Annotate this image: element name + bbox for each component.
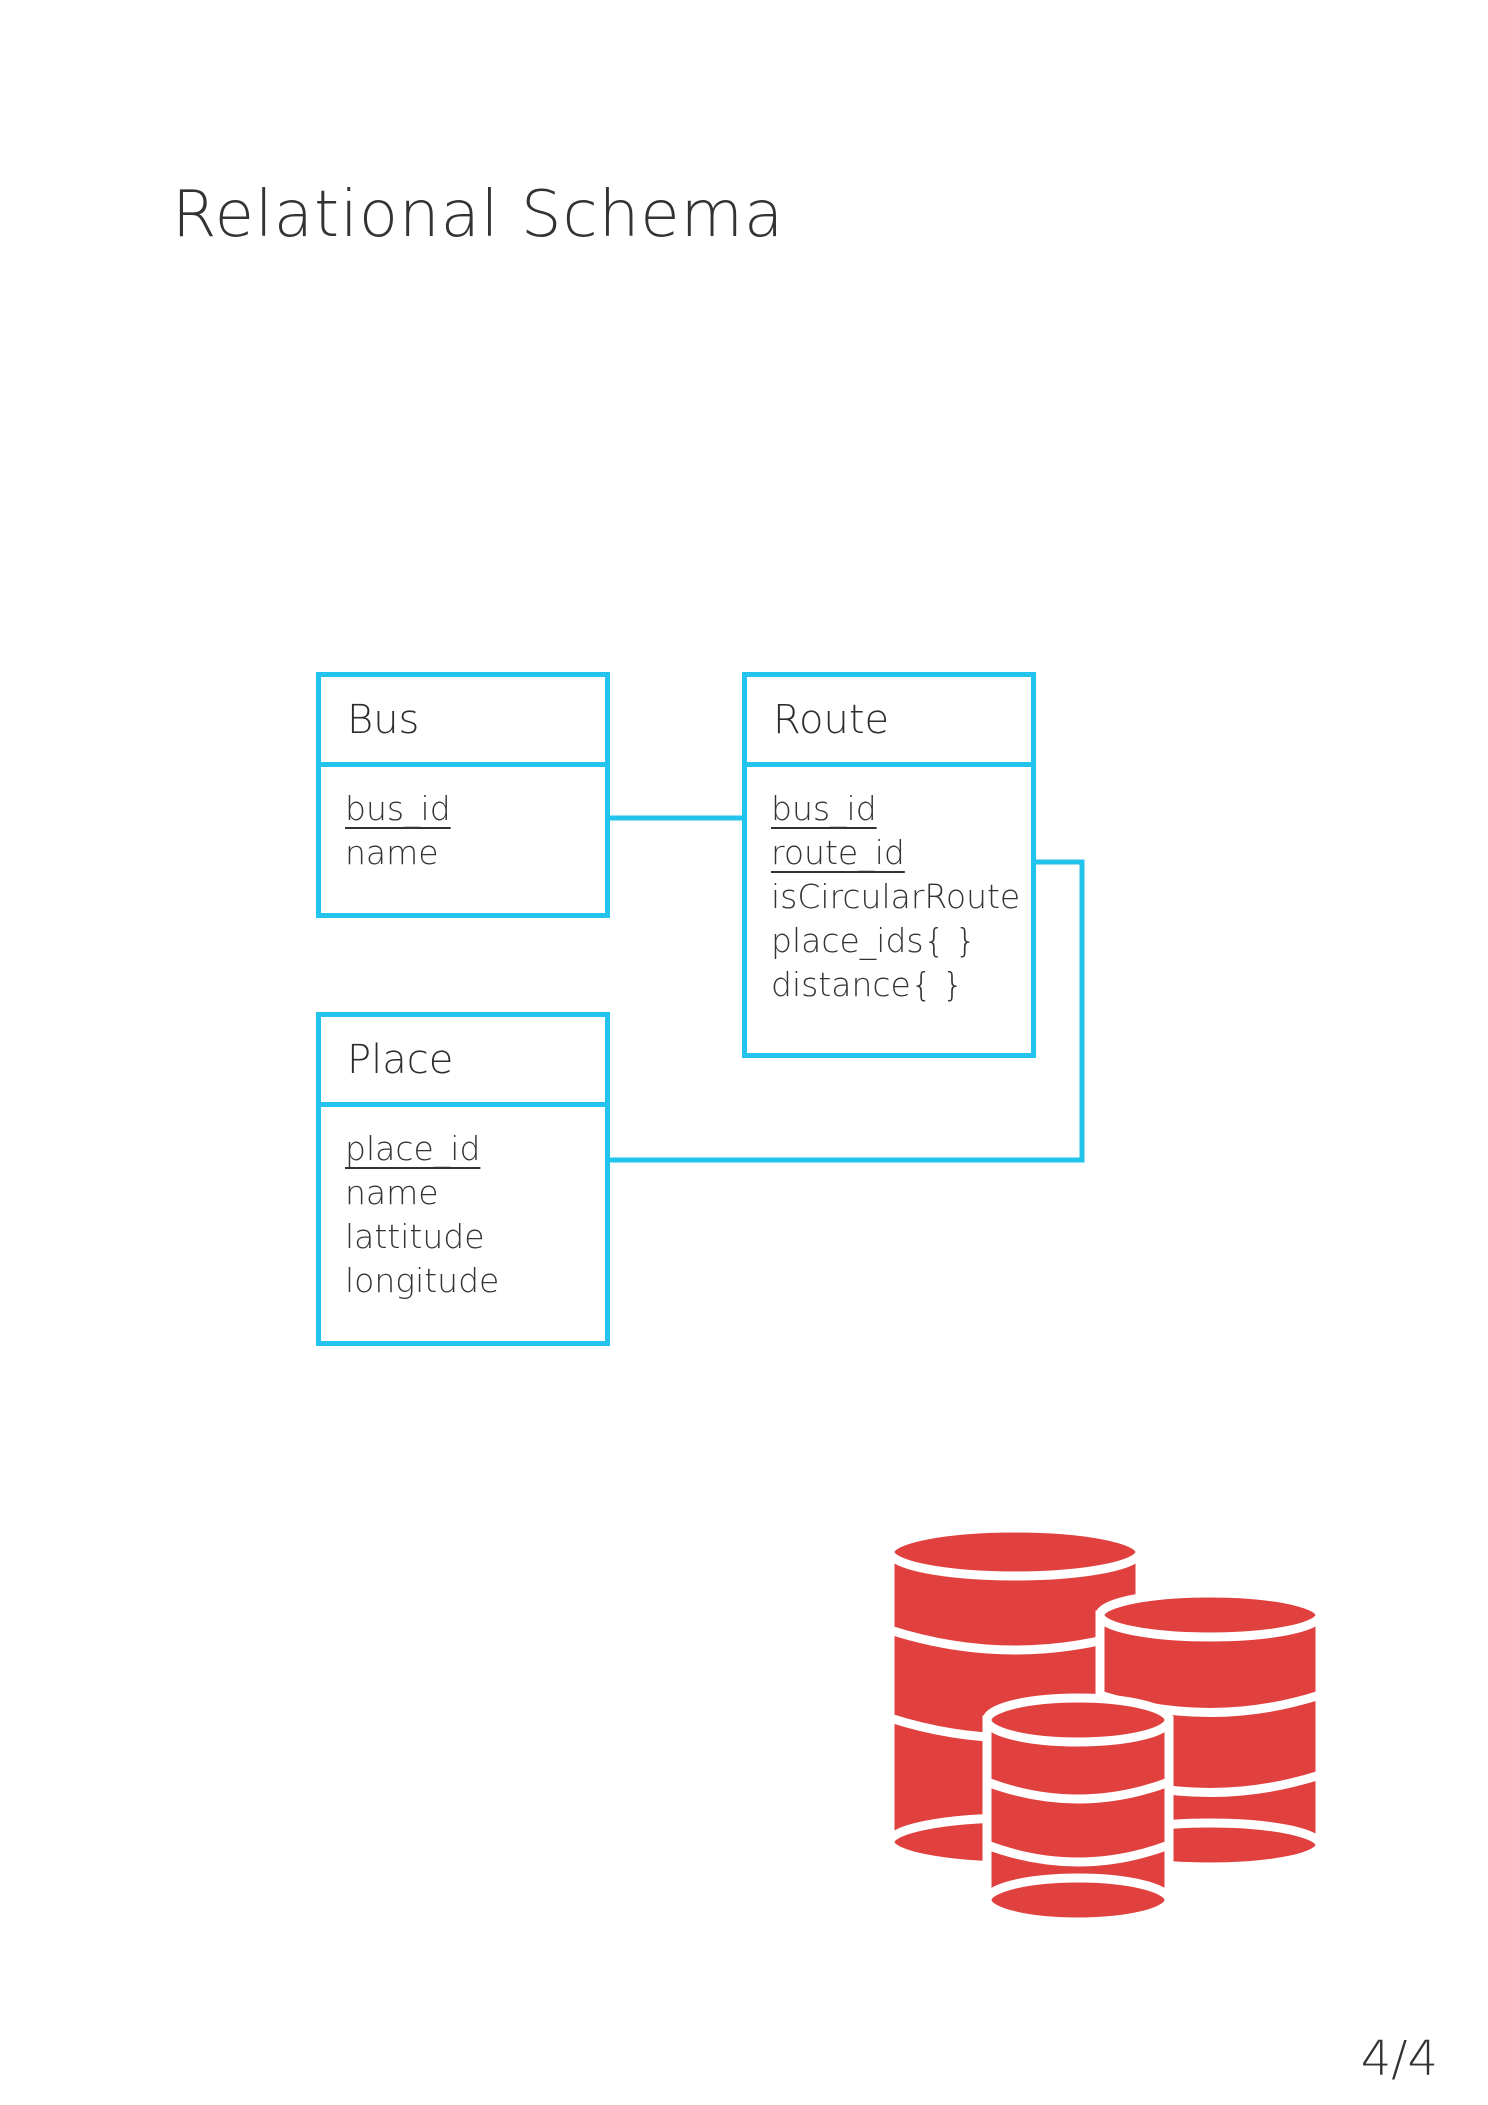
database-stack-icon	[880, 1520, 1330, 1940]
attribute-place-ids: place_ids{ }	[771, 921, 977, 960]
attribute-bus-id: bus_id	[345, 789, 451, 828]
entity-bus: Bus bus_id name	[316, 672, 610, 918]
attribute-lattitude: lattitude	[345, 1217, 485, 1256]
page-title: Relational Schema	[172, 178, 785, 252]
entity-route-name: Route	[747, 677, 1031, 767]
entity-place-attributes: place_id name lattitude longitude	[321, 1107, 605, 1303]
attribute-name: name	[345, 833, 439, 872]
attribute-distance: distance{ }	[771, 965, 964, 1004]
entity-route-attributes: bus_id route_id isCircularRoute place_id…	[747, 767, 1031, 1007]
attribute-place-id: place_id	[345, 1129, 481, 1168]
attribute-bus-id: bus_id	[771, 789, 877, 828]
entity-bus-attributes: bus_id name	[321, 767, 605, 875]
entity-place-name: Place	[321, 1017, 605, 1107]
attribute-name: name	[345, 1173, 439, 1212]
page-number: 4/4	[1360, 2031, 1438, 2087]
attribute-route-id: route_id	[771, 833, 905, 872]
entity-route: Route bus_id route_id isCircularRoute pl…	[742, 672, 1036, 1058]
entity-bus-name: Bus	[321, 677, 605, 767]
entity-place: Place place_id name lattitude longitude	[316, 1012, 610, 1346]
attribute-is-circular-route: isCircularRoute	[771, 877, 1021, 916]
attribute-longitude: longitude	[345, 1261, 500, 1300]
